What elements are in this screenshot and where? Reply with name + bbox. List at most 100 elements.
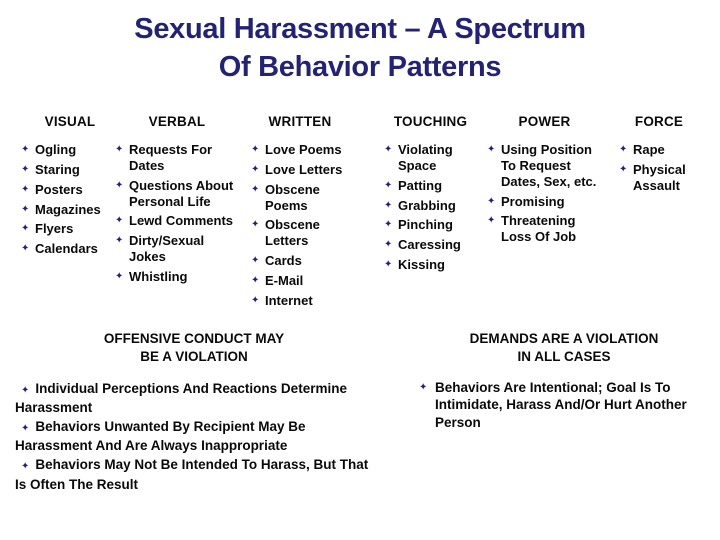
column-power: POWER ✦ Using Position To Request Dates, … bbox=[486, 114, 603, 249]
star-bullet-icon: ✦ bbox=[487, 144, 496, 155]
list-item: ✦Posters bbox=[20, 182, 120, 198]
section-heading-line1: DEMANDS ARE A VIOLATION bbox=[469, 331, 659, 346]
star-bullet-icon: ✦ bbox=[251, 219, 260, 231]
list-item-text: Obscene Poems bbox=[265, 181, 320, 213]
column-list: ✦Love Poems ✦ Love Letters ✦ Obscene Poems ✦O… bbox=[250, 142, 350, 309]
list-item-text: Posters bbox=[35, 181, 83, 197]
list-item: ✦ Ogling bbox=[20, 142, 120, 158]
list-item: ✦Behaviors May Not Be Intended To Harass… bbox=[15, 455, 373, 493]
column-list: ✦ Using Position To Request Dates, Sex, e… bbox=[486, 142, 603, 245]
section-heading-line1: OFFENSIVE CONDUCT MAY bbox=[103, 331, 285, 346]
list-item-text: Dirty/Sexual Jokes bbox=[129, 233, 205, 265]
star-bullet-icon: ✦ bbox=[251, 163, 260, 175]
list-item-text: Using Position To Request Dates, Sex, et… bbox=[501, 142, 597, 189]
list-item: ✦E-Mail bbox=[250, 273, 350, 289]
star-bullet-icon: ✦ bbox=[384, 179, 393, 191]
section-heading-line2: IN ALL CASES bbox=[517, 348, 611, 364]
star-bullet-icon: ✦ bbox=[21, 144, 30, 155]
list-item-text: Whistling bbox=[129, 269, 188, 285]
star-bullet-icon: ✦ bbox=[251, 255, 260, 267]
list-item-text: Grabbing bbox=[398, 197, 456, 213]
list-item-text: Pinching bbox=[398, 217, 453, 233]
slide-title-line2: Of Behavior Patterns bbox=[218, 51, 502, 84]
column-header: FORCE bbox=[634, 114, 684, 129]
star-bullet-icon: ✦ bbox=[115, 235, 124, 247]
star-bullet-icon: ✦ bbox=[21, 223, 30, 235]
list-item-text: Flyers bbox=[35, 221, 74, 237]
list-item: ✦ Grabbing bbox=[383, 198, 478, 214]
star-bullet-icon: ✦ bbox=[384, 259, 393, 271]
list-item: ✦Behaviors Unwanted By Recipient May Be … bbox=[15, 417, 373, 455]
list-item: ✦Questions About Personal Life bbox=[114, 178, 240, 210]
list-item: ✦ Internet bbox=[250, 293, 350, 309]
section-heading: OFFENSIVE CONDUCT MAY BE A VIOLATION bbox=[15, 330, 373, 366]
list-item-text: Rape bbox=[633, 142, 665, 157]
list-item: ✦ Threatening Loss Of Job bbox=[486, 213, 603, 245]
column-force: FORCE ✦ Rape ✦ Physical Assault bbox=[618, 114, 700, 198]
column-touching: TOUCHING ✦Violating Space✦Patting✦Grabbi… bbox=[383, 114, 478, 277]
list-item-text: Threatening Loss Of Job bbox=[501, 213, 577, 245]
star-bullet-icon: ✦ bbox=[21, 461, 30, 473]
list-item-text: Ogling bbox=[35, 142, 77, 157]
star-bullet-icon: ✦ bbox=[619, 144, 628, 155]
list-item: ✦Lewd Comments bbox=[114, 213, 240, 229]
list-item-text: Physical Assault bbox=[633, 161, 686, 193]
star-bullet-icon: ✦ bbox=[115, 215, 124, 227]
list-item-text: Caressing bbox=[398, 237, 461, 253]
list-item: ✦Behaviors Are Intentional; Goal Is To I… bbox=[418, 379, 710, 432]
list-item: ✦Pinching bbox=[383, 217, 478, 233]
list-item: ✦ Using Position To Request Dates, Sex, e… bbox=[486, 142, 603, 190]
list-item-text: Cards bbox=[265, 253, 302, 269]
list-item-text: Kissing bbox=[398, 257, 445, 273]
slide-title: Sexual Harassment – A Spectrum Of Behavi… bbox=[0, 10, 720, 87]
list-item: ✦ Caressing bbox=[383, 237, 478, 253]
list-item: ✦Love Poems bbox=[250, 142, 350, 158]
list-item: ✦ Rape bbox=[618, 142, 700, 158]
star-bullet-icon: ✦ bbox=[251, 183, 260, 195]
star-bullet-icon: ✦ bbox=[384, 144, 393, 155]
list-item: ✦ Flyers bbox=[20, 221, 120, 237]
star-bullet-icon: ✦ bbox=[115, 271, 124, 283]
list-item: ✦Obscene Letters bbox=[250, 217, 350, 249]
list-item-text: Love Letters bbox=[265, 161, 343, 177]
star-bullet-icon: ✦ bbox=[384, 239, 393, 251]
column-header: VERBAL bbox=[148, 114, 206, 129]
star-bullet-icon: ✦ bbox=[384, 199, 393, 211]
section-heading: DEMANDS ARE A VIOLATION IN ALL CASES bbox=[418, 330, 710, 366]
star-bullet-icon: ✦ bbox=[619, 163, 628, 175]
star-bullet-icon: ✦ bbox=[115, 144, 124, 155]
list-item-text: Staring bbox=[35, 161, 80, 177]
column-header: TOUCHING bbox=[393, 114, 468, 129]
column-list: ✦Ogling✦Staring✦Posters✦Magazines✦Flyers… bbox=[20, 142, 120, 257]
list-item: ✦Individual Perceptions And Reactions De… bbox=[15, 379, 373, 417]
list-item-text: Questions About Personal Life bbox=[129, 177, 234, 209]
star-bullet-icon: ✦ bbox=[21, 422, 30, 434]
star-bullet-icon: ✦ bbox=[487, 215, 496, 227]
column-verbal: VERBAL ✦Requests For Dates✦Questions Abo… bbox=[114, 114, 240, 289]
list-item: ✦ Requests For Dates bbox=[114, 142, 240, 174]
list-item-text: Violating Space bbox=[398, 142, 453, 173]
list-item-text: Internet bbox=[265, 292, 313, 308]
star-bullet-icon: ✦ bbox=[419, 381, 428, 393]
column-list: ✦Requests For Dates✦Questions About Pers… bbox=[114, 142, 240, 285]
list-item: ✦ Staring bbox=[20, 162, 120, 178]
slide-title-line1: Sexual Harassment – A Spectrum bbox=[134, 13, 586, 45]
column-list: ✦ Rape ✦ Physical Assault bbox=[618, 142, 700, 194]
star-bullet-icon: ✦ bbox=[21, 203, 30, 215]
list-item: ✦ Obscene Poems bbox=[250, 182, 350, 214]
column-header: POWER bbox=[518, 114, 571, 129]
list-item: ✦Promising bbox=[486, 194, 603, 210]
list-item: ✦ Kissing bbox=[383, 257, 478, 273]
star-bullet-icon: ✦ bbox=[21, 163, 30, 175]
list-item-text: Requests For Dates bbox=[129, 142, 213, 173]
column-written: WRITTEN ✦Love Poems✦Love Letters✦Obscene… bbox=[250, 114, 350, 313]
column-list: ✦Violating Space✦Patting✦Grabbing✦Pinchi… bbox=[383, 142, 478, 273]
list-item: ✦ Whistling bbox=[114, 269, 240, 285]
star-bullet-icon: ✦ bbox=[251, 294, 260, 306]
section-demands: DEMANDS ARE A VIOLATION IN ALL CASES ✦Be… bbox=[418, 330, 710, 435]
list-item: ✦Magazines bbox=[20, 202, 120, 218]
section-list: ✦Behaviors Are Intentional; Goal Is To I… bbox=[418, 379, 710, 432]
list-item: ✦ Dirty/Sexual Jokes bbox=[114, 233, 240, 265]
star-bullet-icon: ✦ bbox=[487, 195, 496, 207]
star-bullet-icon: ✦ bbox=[21, 384, 30, 396]
